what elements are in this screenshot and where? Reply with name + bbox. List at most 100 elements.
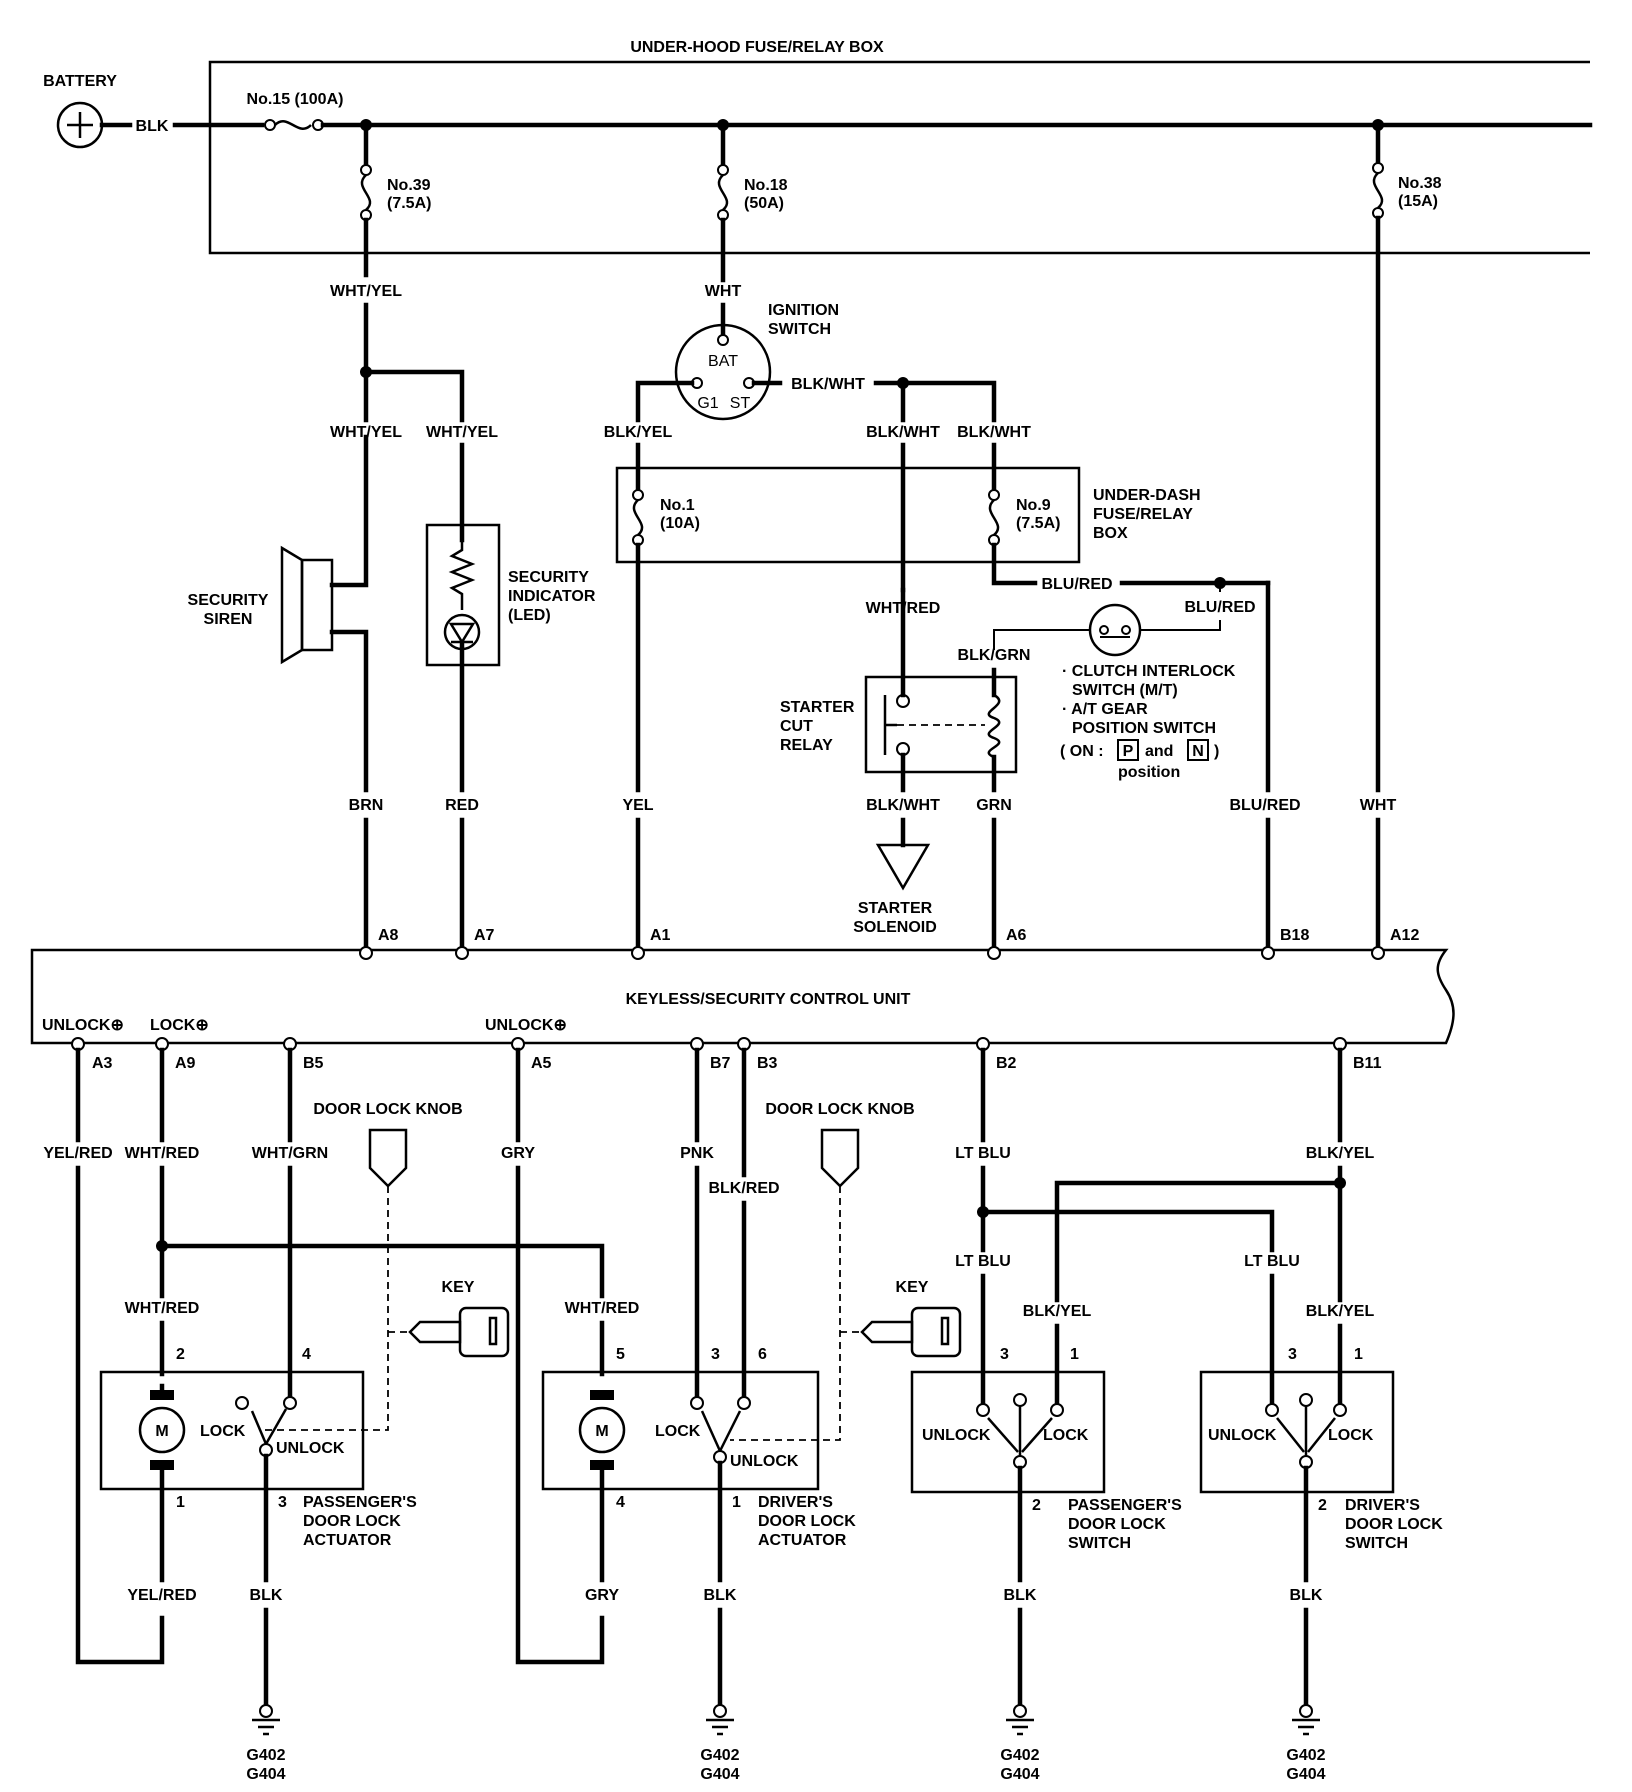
wire-label-yel-red-1: YEL/RED <box>43 1145 112 1162</box>
underdash-label-1: UNDER-DASH <box>1093 487 1201 504</box>
wire-label-blk-yel-ign: BLK/YEL <box>604 424 673 441</box>
terminal-b7: B7 <box>710 1055 731 1072</box>
driver-door-lock-actuator: M LOCK UNLOCK <box>541 1370 820 1491</box>
ground-4: G402 G404 <box>1286 1704 1326 1783</box>
motor-label-2: M <box>595 1423 608 1440</box>
wire-label-blk-yel-2: BLK/YEL <box>1023 1303 1092 1320</box>
wire-label-wht-yel-1: WHT/YEL <box>330 283 402 300</box>
pass-sw-label-1: PASSENGER'S <box>1068 1497 1182 1514</box>
wire-label-blk-4: BLK <box>1290 1587 1323 1604</box>
act2-pin-4: 4 <box>616 1494 625 1511</box>
unlock-plus-label-2: UNLOCK⊕ <box>485 1017 567 1034</box>
act1-lock-label: LOCK <box>200 1423 246 1440</box>
keyless-security-control-unit: KEYLESS/SECURITY CONTROL UNIT UNLOCK⊕ LO… <box>30 948 1455 1045</box>
wire-label-lt-blu-1: LT BLU <box>955 1145 1011 1162</box>
passenger-door-lock-actuator: M LOCK UNLOCK <box>99 1370 365 1491</box>
relay-label-1: STARTER <box>780 699 855 716</box>
wire-label-blk: BLK <box>136 118 169 135</box>
fuse-no1-amp: (10A) <box>660 515 700 532</box>
wire-label-blu-red-2: BLU/RED <box>1184 599 1255 616</box>
wire-label-wht-2: WHT <box>1360 797 1397 814</box>
ground-2: G402 G404 <box>700 1704 740 1783</box>
terminal-a7: A7 <box>474 927 495 944</box>
battery: BATTERY <box>43 73 117 149</box>
top-terminals <box>359 946 1385 960</box>
ignition-st-label: ST <box>730 395 751 412</box>
sw1-unlock-label: UNLOCK <box>922 1427 991 1444</box>
sw2-pin-3: 3 <box>1288 1346 1297 1363</box>
act1-unlock-label: UNLOCK <box>276 1440 345 1457</box>
door-lock-knob-icon-2 <box>820 1128 860 1188</box>
wire-label-brn: BRN <box>349 797 384 814</box>
wire-label-blk-3: BLK <box>1004 1587 1037 1604</box>
sw1-pin-1: 1 <box>1070 1346 1079 1363</box>
fuse-no38-icon <box>1372 162 1384 219</box>
terminal-a1: A1 <box>650 927 671 944</box>
underhood-box-title: UNDER-HOOD FUSE/RELAY BOX <box>630 39 884 56</box>
wire-label-gry-2: GRY <box>585 1587 619 1604</box>
key-icon-2 <box>860 1306 962 1358</box>
clutch-label-5n: N <box>1192 743 1204 760</box>
wire-label-blk-wht-sol: BLK/WHT <box>866 797 940 814</box>
act2-pin-1: 1 <box>732 1494 741 1511</box>
act1-pin-3: 3 <box>278 1494 287 1511</box>
wire-label-lt-blu-2: LT BLU <box>955 1253 1011 1270</box>
act2-pin-5: 5 <box>616 1346 625 1363</box>
act1-pin-1: 1 <box>176 1494 185 1511</box>
wire-label-yel-red-2: YEL/RED <box>127 1587 196 1604</box>
underdash-fuse-relay-box: UNDER-DASH FUSE/RELAY BOX <box>615 466 1201 564</box>
fuse-no1-label: No.1 <box>660 497 695 514</box>
wire-label-blk-wht-ign: BLK/WHT <box>791 376 865 393</box>
fuse-no9-amp: (7.5A) <box>1016 515 1060 532</box>
fuse-no18-amp: (50A) <box>744 195 784 212</box>
key2-label: KEY <box>896 1279 929 1296</box>
siren-label-2: SIREN <box>204 611 253 628</box>
act2-pin-3: 3 <box>711 1346 720 1363</box>
wire-label-wht-yel-3: WHT/YEL <box>426 424 498 441</box>
wire-label-wht-red-1: WHT/RED <box>125 1145 200 1162</box>
fuse-no1-icon <box>632 489 644 546</box>
lock-plus-label: LOCK⊕ <box>150 1017 209 1034</box>
clutch-label-3: · A/T GEAR <box>1062 701 1148 718</box>
terminal-b11: B11 <box>1353 1055 1382 1072</box>
wire-label-wht-red-2: WHT/RED <box>125 1300 200 1317</box>
terminal-b2: B2 <box>996 1055 1017 1072</box>
fuse-no18-label: No.18 <box>744 177 788 194</box>
sw2-unlock-label: UNLOCK <box>1208 1427 1277 1444</box>
terminal-b3: B3 <box>757 1055 778 1072</box>
wire-label-pnk: PNK <box>680 1145 714 1162</box>
fuse-no39-amp: (7.5A) <box>387 195 431 212</box>
wire-label-blu-red-3: BLU/RED <box>1229 797 1300 814</box>
fuse-no15-label: No.15 (100A) <box>247 91 344 108</box>
clutch-interlock-switch: · CLUTCH INTERLOCK SWITCH (M/T) · A/T GE… <box>1060 603 1236 781</box>
wire-label-wht-yel-2: WHT/YEL <box>330 424 402 441</box>
ground-3-g404: G404 <box>1000 1766 1039 1783</box>
ground-1-g402: G402 <box>246 1747 285 1764</box>
relay-label-3: RELAY <box>780 737 833 754</box>
ground-1: G402 G404 <box>246 1704 286 1783</box>
ground-3-g402: G402 <box>1000 1747 1039 1764</box>
sw2-pin-2: 2 <box>1318 1497 1327 1514</box>
terminal-a6: A6 <box>1006 927 1027 944</box>
terminal-b18: B18 <box>1280 927 1309 944</box>
wire-label-red: RED <box>445 797 479 814</box>
door-lock-knob-icon-1 <box>368 1128 408 1188</box>
clutch-label-4: POSITION SWITCH <box>1072 720 1216 737</box>
drv-sw-label-1: DRIVER'S <box>1345 1497 1420 1514</box>
wire-label-blk-yel-1: BLK/YEL <box>1306 1145 1375 1162</box>
pass-act-label-1: PASSENGER'S <box>303 1494 417 1511</box>
clutch-label-5and: and <box>1145 743 1173 760</box>
pass-sw-label-3: SWITCH <box>1068 1535 1131 1552</box>
wire-label-wht-grn: WHT/GRN <box>252 1145 328 1162</box>
wire-label-blk-red: BLK/RED <box>708 1180 779 1197</box>
ignition-switch: BAT G1 ST IGNITION SWITCH <box>674 302 839 421</box>
wire-label-blk-wht-3: BLK/WHT <box>957 424 1031 441</box>
fuse-no18-icon <box>717 164 729 221</box>
fuse-no9-icon <box>988 489 1000 546</box>
act2-unlock-label: UNLOCK <box>730 1453 799 1470</box>
clutch-label-5p: P <box>1123 743 1134 760</box>
drv-act-label-2: DOOR LOCK <box>758 1513 856 1530</box>
passenger-door-lock-switch: UNLOCK LOCK <box>910 1370 1106 1494</box>
fuse-no38-amp: (15A) <box>1398 193 1438 210</box>
sw1-lock-label: LOCK <box>1043 1427 1089 1444</box>
